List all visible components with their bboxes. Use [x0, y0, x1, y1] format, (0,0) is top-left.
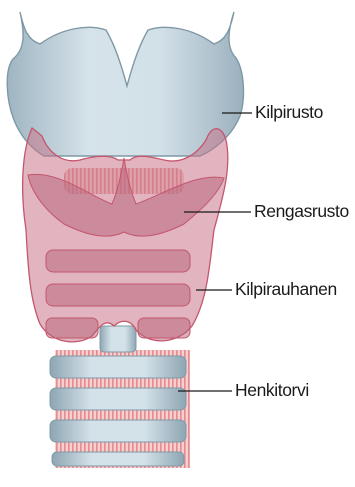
thyroid-gland: [23, 128, 228, 342]
gland-lobe-ring: [46, 284, 190, 306]
trachea-ring: [50, 388, 186, 410]
label-cricoid-cartilage: Rengasrusto: [254, 203, 349, 221]
trachea-ring: [50, 420, 186, 442]
gland-lobe-ring: [46, 318, 98, 338]
label-thyroid-cartilage: Kilpirusto: [255, 104, 323, 122]
gland-lobe-ring: [138, 318, 190, 338]
trachea-ring: [100, 326, 136, 352]
thyroid-gland-shape: [23, 128, 228, 342]
gland-lobe-ring: [46, 250, 190, 272]
trachea-ring: [52, 452, 184, 466]
trachea: [50, 326, 190, 468]
trachea-ring: [50, 356, 186, 378]
label-trachea: Henkitorvi: [235, 382, 309, 400]
label-thyroid-gland: Kilpirauhanen: [235, 281, 337, 299]
